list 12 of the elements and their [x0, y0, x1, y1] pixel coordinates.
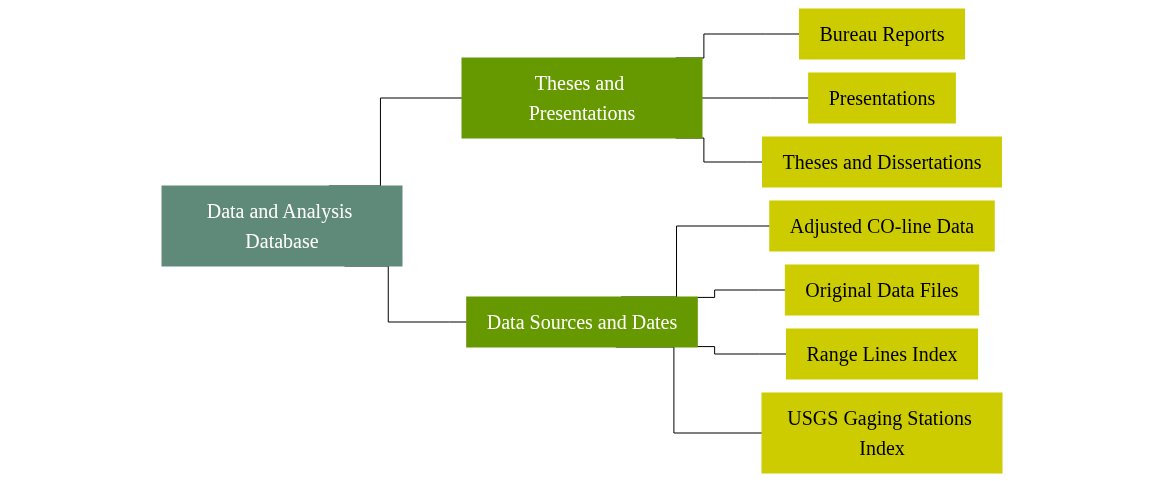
- node-box: Presentations: [807, 72, 956, 123]
- connector: [696, 289, 786, 298]
- node-box: USGS Gaging Stations Index: [761, 392, 1002, 473]
- node-box: Bureau Reports: [798, 8, 965, 59]
- node-box: Data Sources and Dates: [465, 296, 698, 347]
- node-box: Theses and Presentations: [461, 57, 702, 138]
- node-box: Original Data Files: [784, 264, 979, 315]
- node-box: Data and Analysis Database: [161, 185, 402, 266]
- connector: [696, 345, 787, 354]
- node-box: Theses and Dissertations: [761, 136, 1002, 187]
- node-box: Range Lines Index: [785, 328, 978, 379]
- node-box: Adjusted CO-line Data: [768, 200, 995, 251]
